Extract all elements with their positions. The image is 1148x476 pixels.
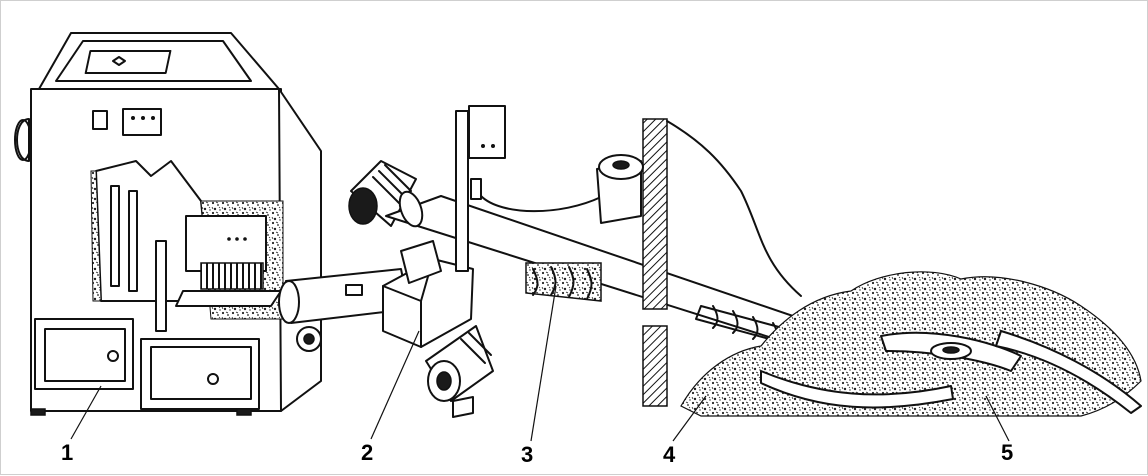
label-1: 1 — [61, 440, 73, 465]
leader-lines — [70, 285, 1010, 442]
label-4: 4 — [663, 442, 676, 467]
boiler — [14, 32, 322, 416]
agitator-arms — [760, 330, 1142, 414]
label-2: 2 — [361, 440, 373, 465]
label-5: 5 — [1001, 440, 1013, 465]
feed-unit — [278, 160, 494, 418]
label-3: 3 — [521, 442, 533, 467]
